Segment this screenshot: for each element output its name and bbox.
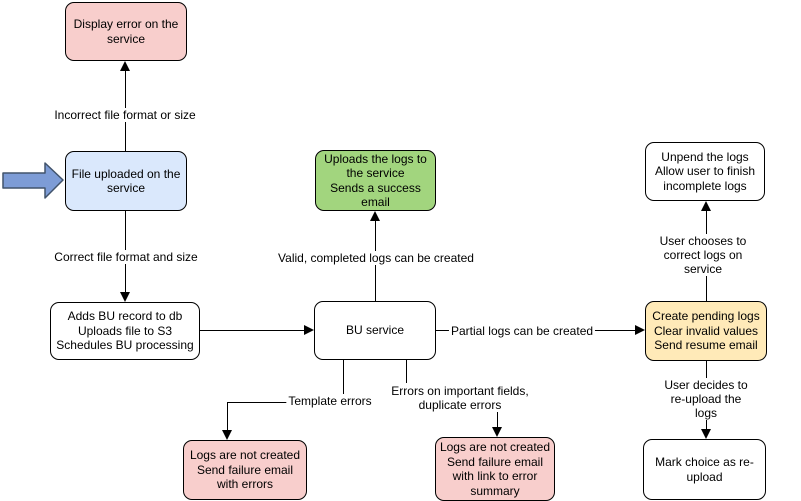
edge-field-errors-line-v1 — [406, 360, 407, 383]
node-create-pending-logs: Create pending logs Clear invalid values… — [645, 301, 767, 361]
edge-field-errors-line-v2 — [497, 412, 498, 427]
node-logs-not-created-errors: Logs are not created Send failure email … — [183, 440, 307, 500]
arrowhead-up — [370, 211, 380, 221]
edge-label-field-errors: Errors on important fields, duplicate er… — [389, 384, 531, 412]
node-adds-bu-record: Adds BU record to db Uploads file to S3 … — [50, 302, 200, 360]
arrowhead-right — [304, 325, 314, 335]
edge-label-valid-logs: Valid, completed logs can be created — [276, 251, 476, 265]
edge-label-template-errors: Template errors — [286, 394, 374, 408]
edge-label-user-corrects: User chooses to correct logs on service — [654, 234, 752, 276]
arrowhead-up — [120, 61, 130, 71]
arrowhead-up — [701, 201, 711, 211]
edge-to-bu-service-line — [200, 330, 304, 331]
node-display-error: Display error on the service — [65, 2, 187, 61]
node-unpend-logs: Unpend the logs Allow user to finish inc… — [645, 142, 765, 201]
edge-label-correct-file: Correct file format and size — [52, 250, 200, 264]
node-mark-choice-reupload: Mark choice as re- upload — [643, 439, 766, 500]
arrowhead-down — [120, 292, 130, 302]
input-arrow-icon — [2, 162, 64, 199]
arrowhead-right — [635, 325, 645, 335]
node-bu-service: BU service — [314, 301, 436, 360]
arrowhead-down — [222, 430, 232, 440]
edge-label-incorrect-file: Incorrect file format or size — [52, 108, 198, 122]
arrowhead-down — [701, 429, 711, 439]
node-uploads-logs: Uploads the logs to the service Sends a … — [315, 150, 436, 211]
arrowhead-down — [492, 427, 502, 437]
edge-template-errors-line-v1 — [343, 360, 344, 394]
edge-template-errors-line-v2 — [227, 402, 228, 430]
edge-label-user-reuploads: User decides to re-upload the logs — [658, 378, 754, 420]
edge-label-partial-logs: Partial logs can be created — [448, 324, 596, 338]
node-file-uploaded: File uploaded on the service — [65, 151, 187, 211]
edge-template-errors-line-h — [227, 402, 343, 403]
node-logs-not-created-summary: Logs are not created Send failure email … — [435, 437, 555, 501]
